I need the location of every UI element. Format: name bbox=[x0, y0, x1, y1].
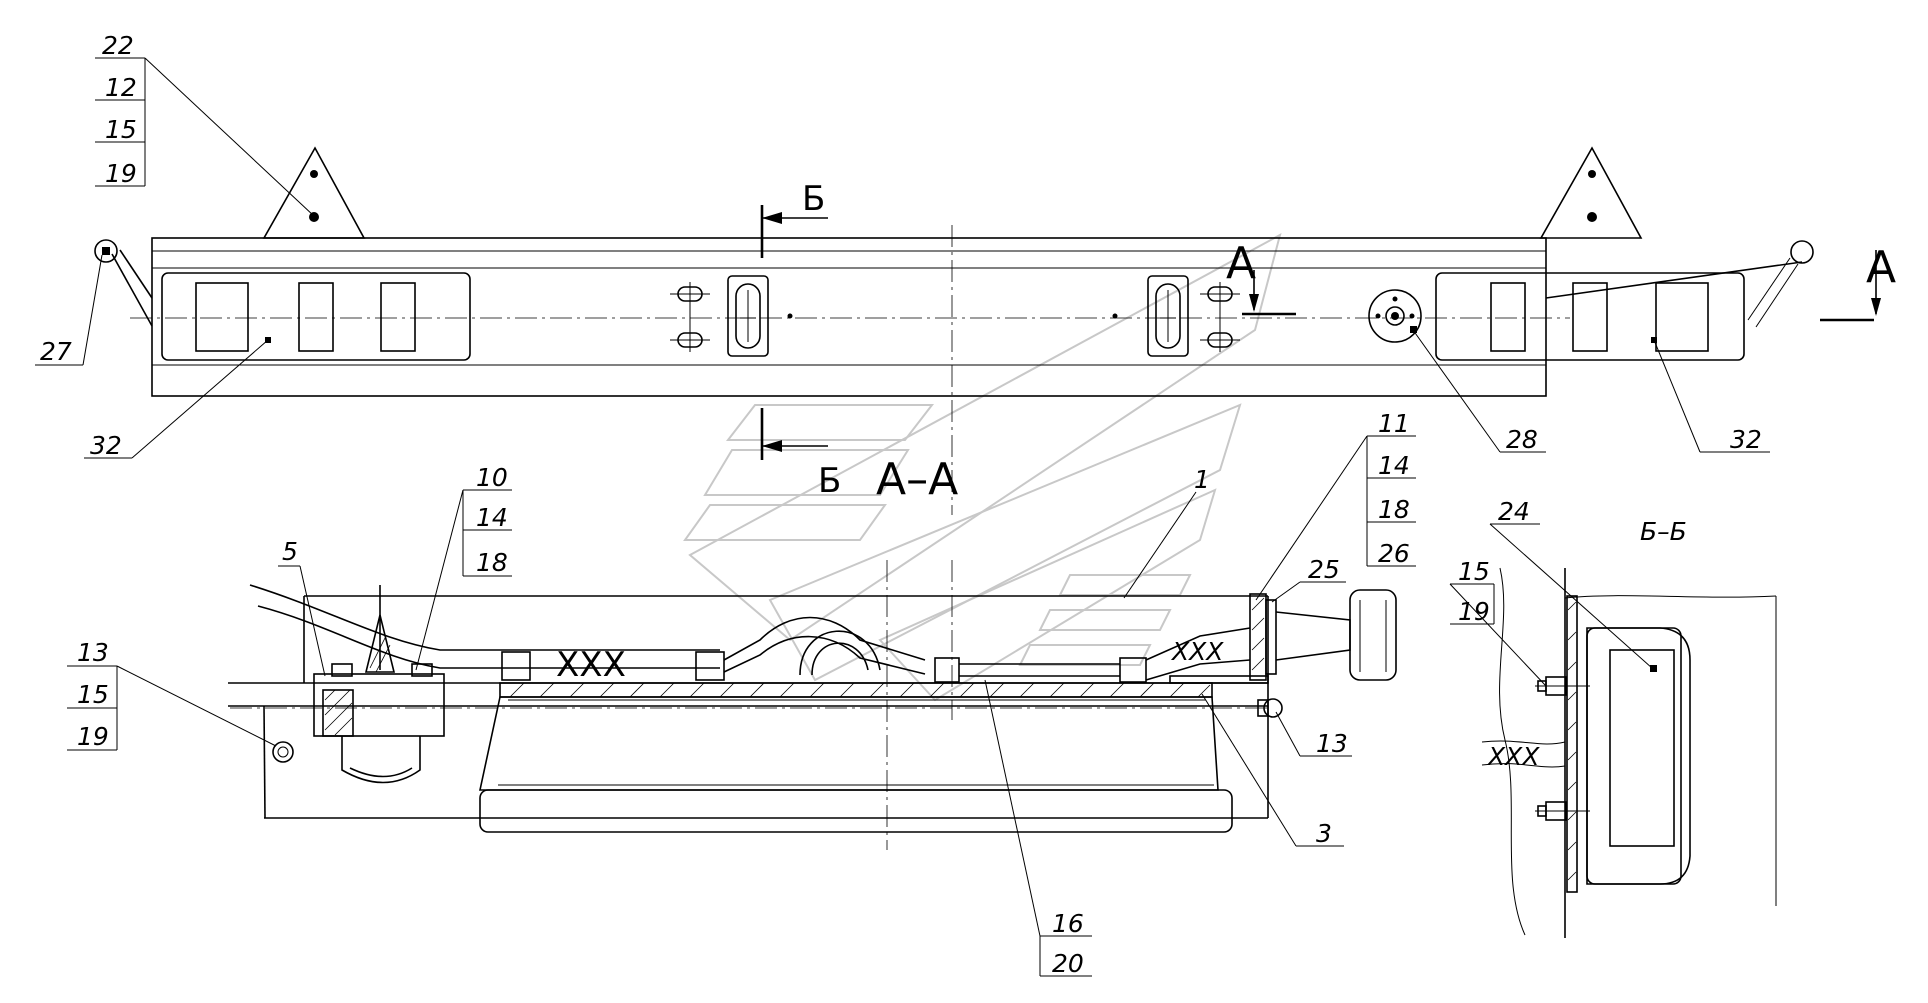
section-mark-a bbox=[1242, 250, 1881, 322]
callout-15-left: 15 bbox=[77, 680, 109, 709]
callout-15-bb: 15 bbox=[1458, 557, 1490, 586]
callout-12: 12 bbox=[105, 73, 137, 102]
callout-10: 10 bbox=[476, 463, 508, 492]
callout-15: 15 bbox=[105, 115, 137, 144]
callout-5: 5 bbox=[282, 537, 298, 566]
callout-32-left: 32 bbox=[90, 431, 122, 460]
callout-25: 25 bbox=[1308, 555, 1340, 584]
callout-26: 26 bbox=[1378, 539, 1410, 568]
callout-24: 24 bbox=[1498, 497, 1530, 526]
section-aa-view: ХХХ ХХХ bbox=[228, 560, 1397, 850]
callout-32-right: 32 bbox=[1730, 425, 1762, 454]
callout-11: 11 bbox=[1378, 409, 1410, 438]
left-end-support bbox=[94, 239, 153, 327]
left-tail-lamp bbox=[161, 272, 471, 361]
lamp-body-section bbox=[479, 696, 1233, 833]
right-end-support bbox=[1545, 240, 1814, 328]
callout-3: 3 bbox=[1316, 819, 1332, 848]
callout-14: 14 bbox=[476, 503, 508, 532]
cable-mark-right: ХХХ bbox=[1170, 637, 1224, 666]
callout-labels: 22 12 15 19 27 32 28 32 10 14 18 5 13 15… bbox=[40, 31, 1762, 978]
connector-socket bbox=[1368, 289, 1422, 343]
section-bb-view: ХХХ bbox=[1481, 567, 1777, 938]
section-b-top: Б bbox=[802, 179, 825, 219]
section-letters: Б Б А А А–А Б–Б bbox=[802, 179, 1896, 546]
cable-mark-left: ХХХ bbox=[556, 645, 626, 685]
reflector-triangle-left bbox=[262, 146, 366, 239]
reflector-triangle-right bbox=[1539, 146, 1643, 239]
callout-leaders bbox=[35, 57, 1770, 977]
watermark-logo bbox=[683, 233, 1282, 702]
callout-16: 16 bbox=[1052, 909, 1084, 938]
callout-13-left: 13 bbox=[77, 638, 109, 667]
section-a-right: А bbox=[1866, 242, 1896, 293]
cable-mark-bb: ХХХ bbox=[1486, 742, 1540, 771]
view-title-bb: Б–Б bbox=[1640, 517, 1687, 546]
section-mark-b bbox=[760, 205, 828, 460]
right-tail-lamp bbox=[1435, 272, 1745, 361]
callout-14-right: 14 bbox=[1378, 451, 1410, 480]
callout-22: 22 bbox=[102, 31, 134, 60]
section-a-top: А bbox=[1226, 238, 1256, 289]
callout-1: 1 bbox=[1194, 465, 1210, 494]
right-end-plug bbox=[1249, 589, 1397, 718]
callout-13-right: 13 bbox=[1316, 729, 1348, 758]
cable-harness: ХХХ ХХХ bbox=[249, 584, 1251, 685]
callout-20: 20 bbox=[1052, 949, 1084, 978]
callout-18-right: 18 bbox=[1378, 495, 1410, 524]
section-b-bottom: Б bbox=[818, 461, 841, 501]
center-slots bbox=[670, 275, 1240, 357]
callout-19: 19 bbox=[105, 159, 137, 188]
view-title-aa: А–А bbox=[876, 454, 958, 505]
callout-18: 18 bbox=[476, 548, 508, 577]
callout-28: 28 bbox=[1506, 425, 1538, 454]
left-clamp bbox=[313, 585, 445, 784]
screw-13 bbox=[272, 741, 294, 763]
callout-27: 27 bbox=[40, 337, 72, 366]
callout-19-bb: 19 bbox=[1458, 597, 1490, 626]
hatched-plate bbox=[499, 675, 1269, 698]
top-view-bumper bbox=[94, 146, 1881, 515]
callout-19-left: 19 bbox=[77, 722, 109, 751]
